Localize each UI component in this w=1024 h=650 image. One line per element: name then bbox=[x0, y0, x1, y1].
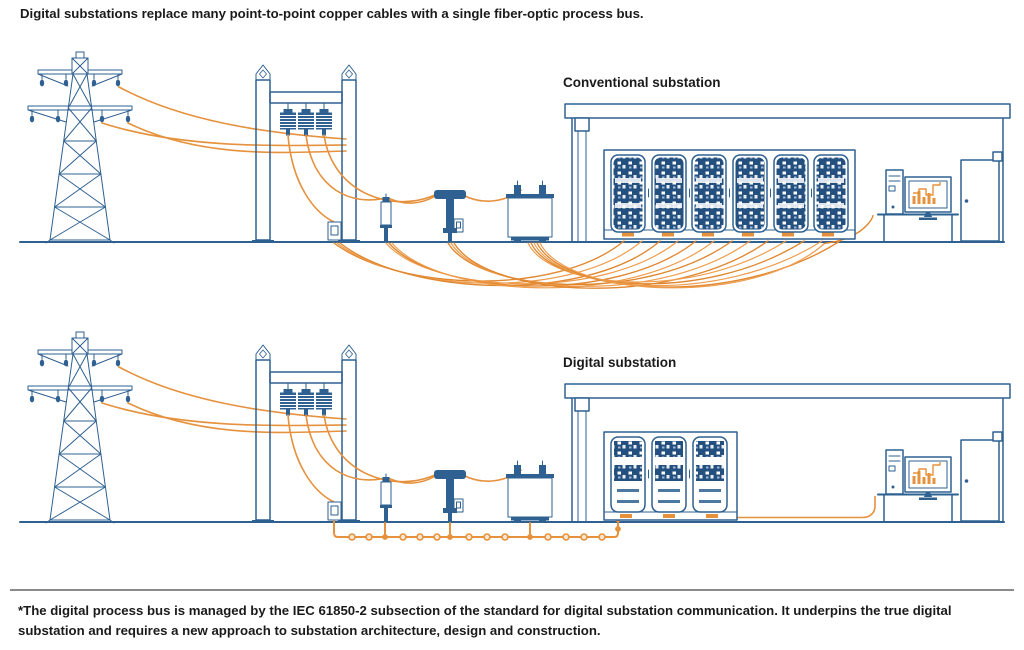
relay-cabinet-bank-conventional bbox=[603, 149, 856, 240]
conventional-scene bbox=[19, 51, 1011, 244]
digital-scene bbox=[19, 331, 1011, 524]
footnote-text: *The digital process bus is managed by t… bbox=[18, 603, 952, 638]
cable-duct-marks bbox=[620, 514, 718, 518]
fiber-process-bus-icon bbox=[333, 495, 876, 541]
caption-text: Digital substations replace many point-t… bbox=[20, 6, 644, 21]
relay-cabinet-icon bbox=[610, 436, 728, 513]
digital-substation-label: Digital substation bbox=[563, 355, 676, 370]
process-bus-nodes bbox=[348, 533, 606, 541]
relay-cabinet-icon bbox=[610, 154, 849, 233]
copper-cable-bundle-icon bbox=[333, 214, 874, 289]
conventional-substation-label: Conventional substation bbox=[563, 75, 721, 90]
cable-duct-marks bbox=[622, 232, 834, 237]
section-divider bbox=[10, 589, 1014, 591]
fiber-floor-cable bbox=[736, 495, 876, 519]
process-bus-taps bbox=[382, 526, 621, 540]
relay-cabinet-bank-digital bbox=[603, 431, 738, 521]
